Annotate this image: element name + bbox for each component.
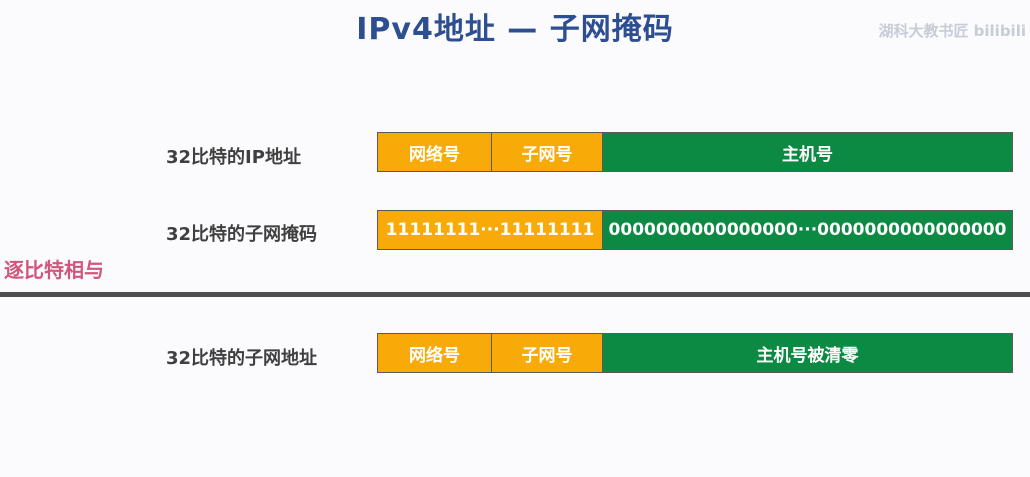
- mask-zeros-segment: 0000000000000000···0000000000000000: [602, 211, 1012, 249]
- host-cleared-segment: 主机号被清零: [602, 334, 1012, 372]
- row-label-ip-address: 32比特的IP地址: [166, 147, 301, 168]
- row-label-subnet-mask: 32比特的子网掩码: [166, 224, 318, 245]
- network-id-segment: 网络号: [378, 133, 491, 171]
- bitwise-and-note: 逐比特相与: [4, 258, 104, 282]
- row-label-subnet-address: 32比特的子网地址: [166, 348, 318, 369]
- watermark: 湖科大教书匠 bilibili: [878, 22, 1026, 40]
- ip-address-bar: 网络号 子网号 主机号: [377, 132, 1013, 172]
- subnet-address-bar: 网络号 子网号 主机号被清零: [377, 333, 1013, 373]
- subnet-id-segment: 子网号: [491, 334, 602, 372]
- network-id-segment: 网络号: [378, 334, 491, 372]
- host-id-segment: 主机号: [602, 133, 1012, 171]
- subnet-mask-bar: 11111111···11111111 0000000000000000···0…: [377, 210, 1013, 250]
- mask-ones-segment: 11111111···11111111: [378, 211, 602, 249]
- subnet-id-segment: 子网号: [491, 133, 602, 171]
- page-title: IPv4地址 — 子网掩码: [356, 12, 674, 47]
- divider: [0, 292, 1030, 297]
